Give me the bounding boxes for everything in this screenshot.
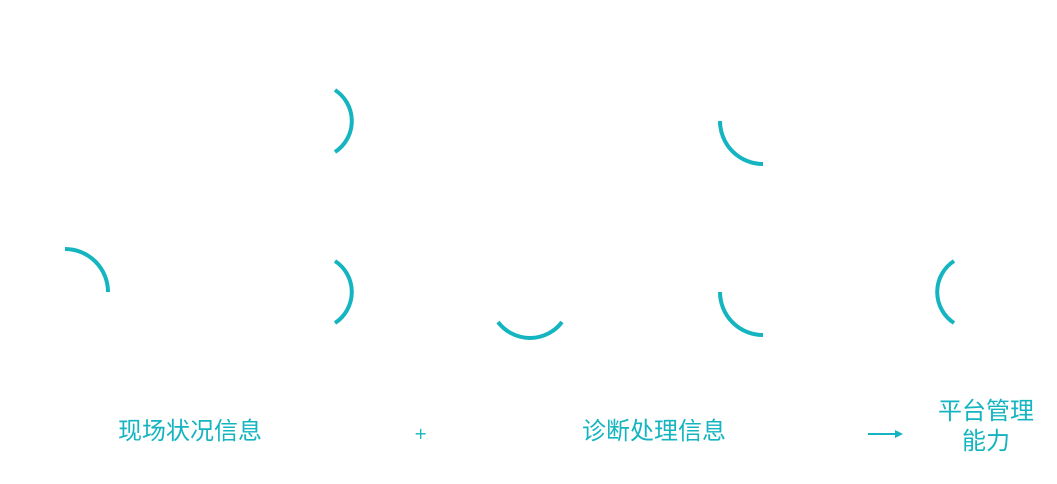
label-diagnosis: 诊断处理信息 <box>582 417 726 445</box>
label-platform-capability-line2: 能力 <box>962 427 1010 455</box>
arc-right-left-bracket <box>935 259 956 325</box>
plus-sign: + <box>414 424 428 443</box>
arc-left-top-quarter <box>64 247 110 293</box>
label-platform-capability-line1: 平台管理 <box>938 397 1034 425</box>
arc-top-right-bracket <box>333 88 354 154</box>
label-platform-capability: 平台管理 能力 <box>930 396 1042 456</box>
arc-top-left-quarter <box>718 120 764 166</box>
arrow-right-icon <box>868 430 903 438</box>
label-site-status: 现场状况信息 <box>118 417 262 445</box>
arc-bottom-center <box>496 320 564 340</box>
arc-mid-left-quarter <box>718 291 764 337</box>
arc-mid-right-bracket <box>333 259 354 325</box>
